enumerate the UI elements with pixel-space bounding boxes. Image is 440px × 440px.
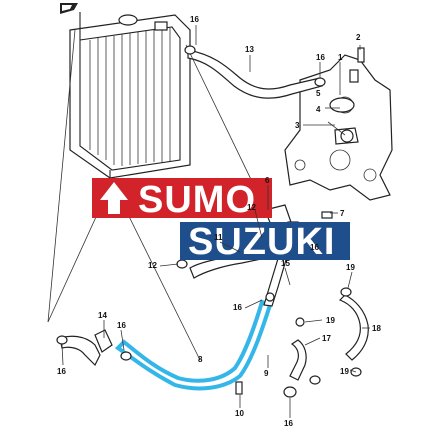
watermark-logo: SUMO SUZUKI bbox=[92, 178, 350, 263]
callout-17: 17 bbox=[322, 334, 331, 343]
leader-lines bbox=[61, 25, 370, 418]
callout-16b: 16 bbox=[316, 53, 325, 62]
callout-19b: 19 bbox=[326, 316, 335, 325]
callout-7: 7 bbox=[340, 209, 345, 218]
callout-16e: 16 bbox=[117, 321, 126, 330]
callout-6: 6 bbox=[265, 176, 270, 185]
callout-14: 14 bbox=[98, 311, 107, 320]
callout-19c: 19 bbox=[340, 367, 349, 376]
callout-10: 10 bbox=[235, 409, 244, 418]
corner-arrow-icon bbox=[60, 3, 78, 14]
callout-19a: 19 bbox=[346, 263, 355, 272]
bolts bbox=[235, 47, 365, 395]
callout-12a: 12 bbox=[247, 203, 256, 212]
callout-16f: 16 bbox=[57, 367, 66, 376]
water-pipe-highlighted bbox=[114, 299, 273, 391]
watermark-line1: SUMO bbox=[138, 179, 256, 221]
callout-13: 13 bbox=[245, 45, 254, 54]
callout-16d: 16 bbox=[233, 303, 242, 312]
callout-8: 8 bbox=[198, 355, 203, 364]
callout-18: 18 bbox=[372, 324, 381, 333]
callout-16g: 16 bbox=[284, 419, 293, 428]
callout-11: 11 bbox=[214, 233, 223, 242]
callout-16a: 16 bbox=[190, 15, 199, 24]
bypass-hose bbox=[338, 294, 369, 361]
callout-5: 5 bbox=[316, 89, 321, 98]
callout-12b: 12 bbox=[148, 261, 157, 270]
callout-15: 15 bbox=[281, 259, 290, 268]
radiator bbox=[69, 12, 191, 185]
callout-9: 9 bbox=[264, 369, 269, 378]
watermark-line2: SUZUKI bbox=[188, 221, 335, 263]
callout-4: 4 bbox=[316, 105, 321, 114]
callout-1: 1 bbox=[338, 53, 343, 62]
small-hose bbox=[289, 339, 307, 381]
callout-16c: 16 bbox=[310, 243, 319, 252]
lower-radiator-hose-left bbox=[59, 335, 101, 367]
engine-block bbox=[284, 54, 393, 201]
callout-labels: 16 13 16 1 2 4 5 3 6 7 12 11 16 12 15 16… bbox=[57, 15, 381, 428]
radiator-outlet-hose bbox=[94, 329, 113, 353]
callout-2: 2 bbox=[356, 33, 361, 42]
callout-3: 3 bbox=[295, 121, 300, 130]
